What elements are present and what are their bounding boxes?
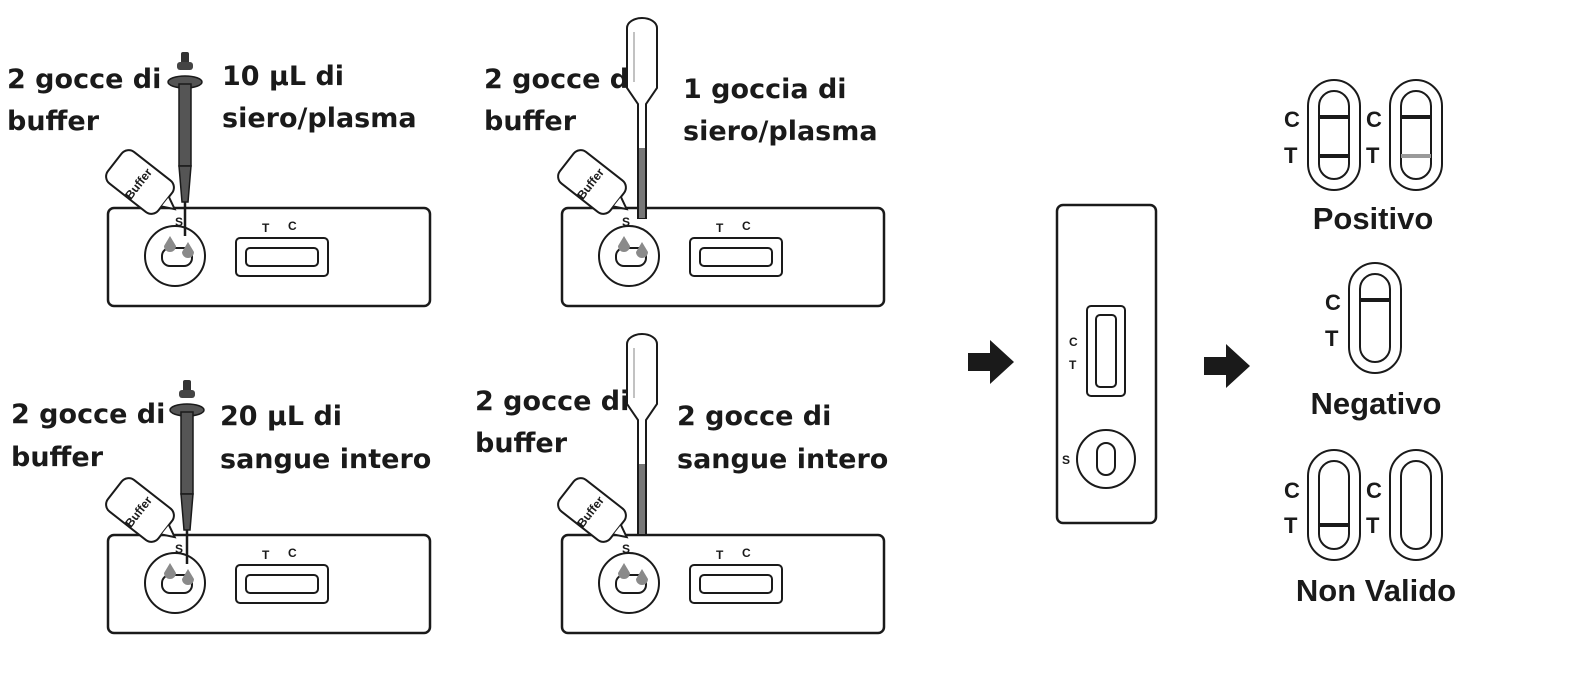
buffer-label-line1: 2 gocce di (484, 64, 638, 95)
cassette-control-mark: C (1069, 335, 1078, 349)
dropper-icon (626, 333, 658, 535)
cassette-sample-mark: S (175, 215, 183, 229)
cassette-sample-mark: S (622, 215, 630, 229)
panel-whole-blood-micropipette: 2 gocce di buffer 20 µL di sangue intero… (11, 378, 431, 635)
buffer-label-line2: buffer (475, 428, 568, 459)
result-positive: C T C T Positivo (1284, 79, 1443, 236)
sample-label-line1: 2 gocce di (677, 401, 831, 432)
control-mark: C (1325, 290, 1341, 315)
result-positive-label: Positivo (1313, 201, 1434, 236)
result-negative: C T Negativo (1311, 262, 1442, 421)
buffer-label-line2: buffer (11, 442, 104, 473)
result-invalid-label: Non Valido (1296, 573, 1456, 608)
cassette-test-mark: T (262, 548, 270, 562)
buffer-bottle-icon: Buffer (101, 145, 188, 226)
buffer-label-line1: 2 gocce di (7, 64, 161, 95)
cassette-test-mark: T (1069, 358, 1077, 372)
control-mark: C (1284, 107, 1300, 132)
dropper-icon (626, 17, 658, 219)
test-mark: T (1366, 143, 1380, 168)
buffer-label-line1: 2 gocce di (475, 386, 629, 417)
sample-label-line1: 1 goccia di (683, 74, 847, 105)
sample-label-line1: 20 µL di (220, 401, 342, 432)
cassette-control-mark: C (288, 546, 297, 560)
strip-negative: C T (1325, 262, 1402, 374)
test-mark: T (1284, 513, 1298, 538)
buffer-bottle-icon: Buffer (553, 473, 640, 554)
control-mark: C (1366, 478, 1382, 503)
buffer-label-line2: buffer (484, 106, 577, 137)
cassette-control-mark: C (288, 219, 297, 233)
buffer-label-line2: buffer (7, 106, 100, 137)
buffer-bottle-icon: Buffer (101, 473, 188, 554)
cassette-test-mark: T (716, 548, 724, 562)
strip-positive-weak: C T (1366, 79, 1443, 191)
strip-positive-strong: C T (1284, 79, 1361, 191)
sample-label-line2: sangue intero (677, 444, 888, 475)
result-negative-label: Negativo (1311, 386, 1442, 421)
buffer-bottle-icon: Buffer (553, 145, 640, 226)
test-mark: T (1284, 143, 1298, 168)
sample-label-line2: siero/plasma (683, 116, 878, 147)
buffer-label-line1: 2 gocce di (11, 399, 165, 430)
strip-invalid-no-lines: C T (1366, 449, 1443, 561)
test-mark: T (1325, 326, 1339, 351)
panel-serum-micropipette: 2 gocce di buffer 10 µL di siero/plasma … (7, 50, 432, 308)
sample-label-line1: 10 µL di (222, 61, 344, 92)
sample-label-line2: sangue intero (220, 444, 431, 475)
vertical-cassette: C T S (1055, 203, 1158, 525)
control-mark: C (1284, 478, 1300, 503)
cassette-sample-mark: S (1062, 453, 1070, 467)
cassette-control-mark: C (742, 219, 751, 233)
test-mark: T (1366, 513, 1380, 538)
strip-invalid-test-only: C T (1284, 449, 1361, 561)
panel-serum-dropper: 2 gocce di buffer 1 goccia di siero/plas… (484, 17, 886, 308)
panel-whole-blood-dropper: 2 gocce di buffer 2 gocce di sangue inte… (475, 333, 888, 635)
cassette-sample-mark: S (175, 542, 183, 556)
arrow-right-icon (968, 340, 1014, 384)
cassette-test-mark: T (262, 221, 270, 235)
arrow-right-icon (1204, 344, 1250, 388)
result-invalid: C T C T Non Valido (1284, 449, 1456, 608)
cassette-sample-mark: S (622, 542, 630, 556)
control-mark: C (1366, 107, 1382, 132)
cassette-test-mark: T (716, 221, 724, 235)
sample-label-line2: siero/plasma (222, 103, 417, 134)
cassette-control-mark: C (742, 546, 751, 560)
